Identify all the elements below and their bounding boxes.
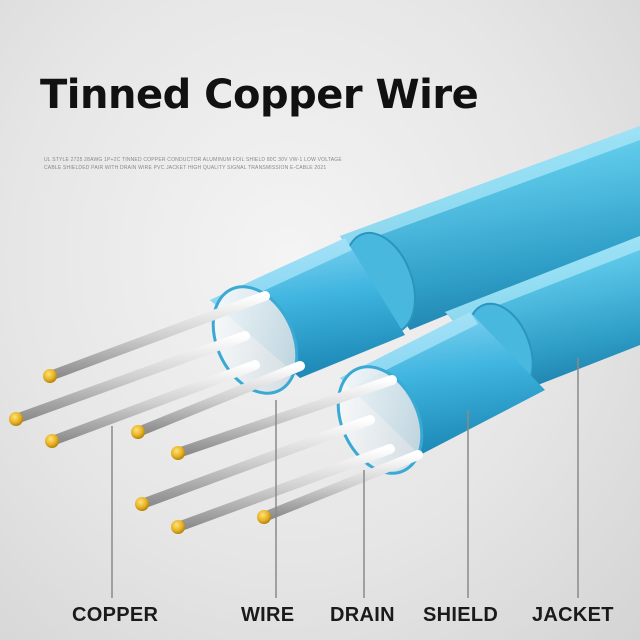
label-jacket: JACKET (532, 604, 614, 626)
upper-cable (210, 126, 640, 395)
lower-tip-3 (171, 520, 185, 534)
upper-tip-2 (9, 412, 23, 426)
upper-tip-3 (45, 434, 59, 448)
upper-conductors (9, 291, 305, 448)
upper-tip-4 (131, 425, 145, 439)
upper-shield (210, 238, 405, 378)
leader-lines (111, 358, 579, 598)
upper-tip-1 (43, 369, 57, 383)
lower-tip-2 (135, 497, 149, 511)
lower-tip-4 (257, 510, 271, 524)
upper-shield-opening (211, 285, 299, 395)
lower-conductors (135, 375, 423, 534)
label-shield: SHIELD (423, 604, 499, 626)
page-title: Tinned Copper Wire (40, 72, 479, 118)
label-copper: COPPER (72, 604, 159, 626)
lower-cable (336, 236, 640, 475)
fine-print-line-2: CABLE SHIELDED PAIR WITH DRAIN WIRE PVC … (44, 165, 327, 171)
lower-tip-1 (171, 446, 185, 460)
label-wire: WIRE (241, 604, 295, 626)
fine-print-line-1: UL STYLE 2725 28AWG 1P+2C TINNED COPPER … (44, 157, 342, 163)
upper-jacket (340, 126, 640, 330)
label-drain: DRAIN (330, 604, 395, 626)
